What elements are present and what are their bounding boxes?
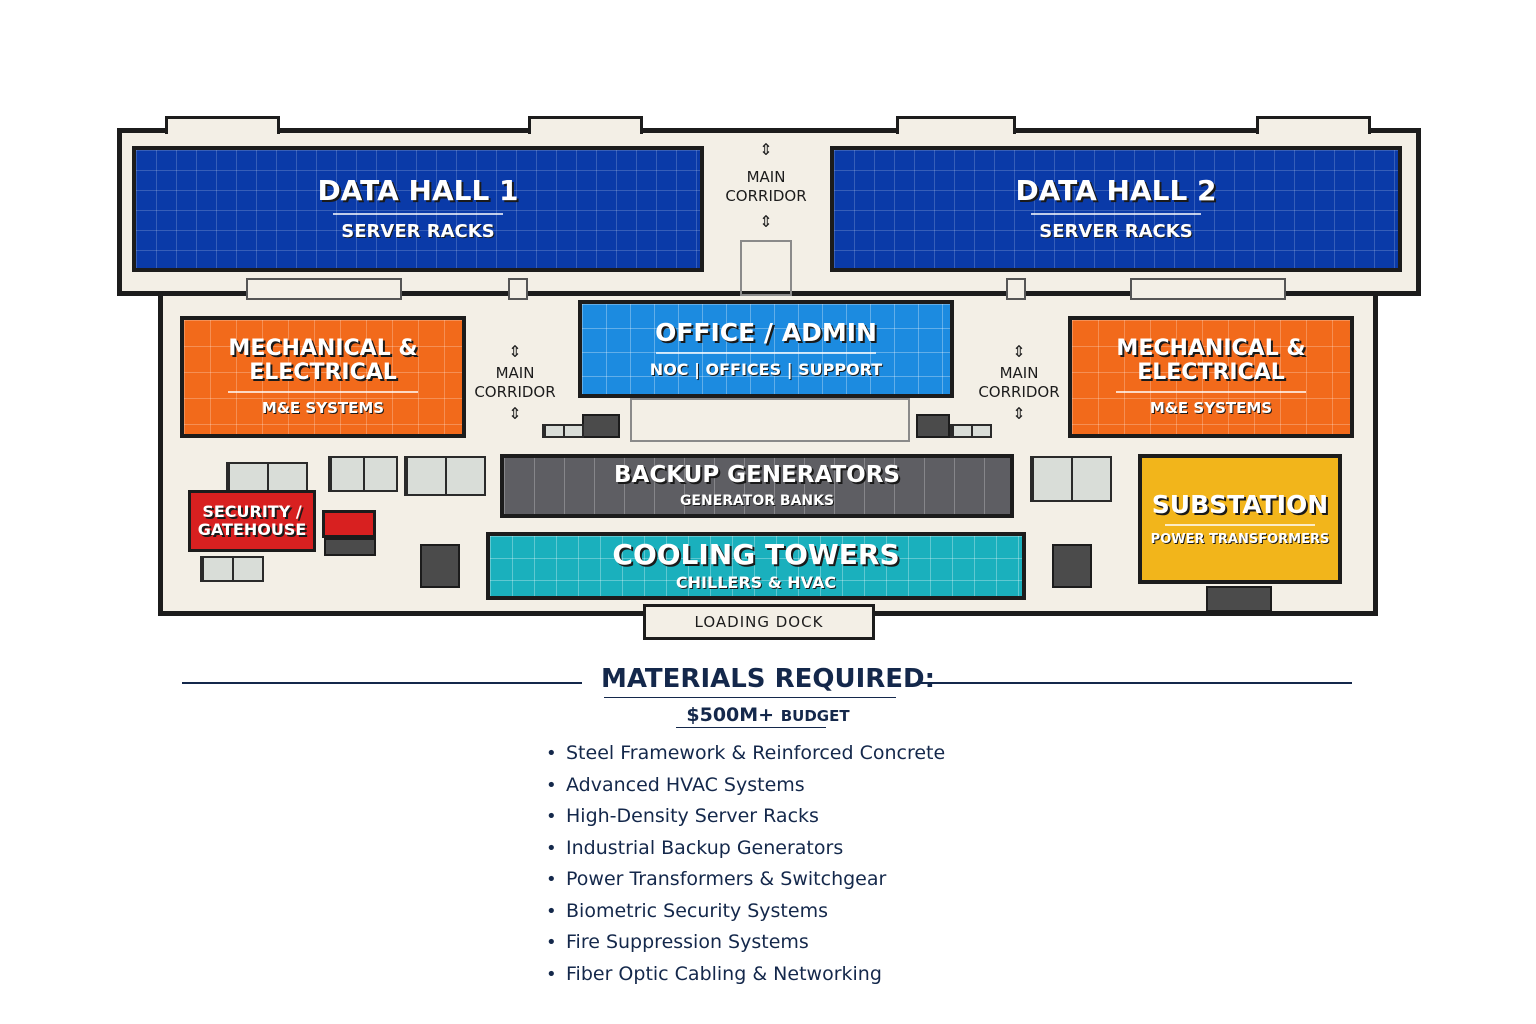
mechanical-electrical-left: MECHANICAL & ELECTRICAL M&E SYSTEMS (180, 316, 466, 438)
wall-notch (1006, 278, 1026, 300)
divider (1165, 524, 1315, 527)
equipment-unit (582, 414, 620, 438)
equipment-unit (200, 556, 264, 582)
roof-vent (528, 116, 643, 134)
updown-arrow-icon: ⇕ (508, 342, 522, 361)
main-corridor-right: MAIN CORRIDOR (970, 364, 1068, 402)
divider (1116, 391, 1306, 394)
hvac-unit (404, 456, 486, 496)
equipment-unit (916, 414, 950, 438)
cooling-towers: COOLING TOWERS CHILLERS & HVAC (486, 532, 1026, 600)
materials-heading: MATERIALS REQUIRED: (600, 664, 936, 694)
list-item: Steel Framework & Reinforced Concrete (546, 738, 1066, 770)
mech-right-title-2: ELECTRICAL (1137, 360, 1285, 385)
list-item: High-Density Server Racks (546, 801, 1066, 833)
main-corridor-left: MAIN CORRIDOR (466, 364, 564, 402)
equipment-unit (324, 538, 376, 556)
office-title: OFFICE / ADMIN (655, 317, 877, 347)
hvac-unit (1030, 456, 1112, 502)
hvac-unit (328, 456, 398, 492)
corridor-label-line1: MAIN (495, 364, 535, 382)
updown-arrow-icon: ⇕ (759, 212, 773, 231)
data-hall-2: DATA HALL 2 SERVER RACKS (830, 146, 1402, 272)
equipment-unit (950, 424, 992, 438)
updown-arrow-icon: ⇕ (1012, 342, 1026, 361)
mechanical-electrical-right: MECHANICAL & ELECTRICAL M&E SYSTEMS (1068, 316, 1354, 438)
heading-rule-left (182, 682, 582, 684)
chiller-unit (420, 544, 460, 588)
cooling-title: COOLING TOWERS (612, 538, 900, 572)
roof-vent (165, 116, 280, 134)
security-gatehouse: SECURITY / GATEHOUSE (188, 490, 316, 552)
backup-generators: BACKUP GENERATORS GENERATOR BANKS (500, 454, 1014, 518)
mech-right-subtitle: M&E SYSTEMS (1149, 399, 1273, 418)
security-booth (322, 510, 376, 538)
updown-arrow-icon: ⇕ (508, 404, 522, 423)
list-item: Biometric Security Systems (546, 896, 1066, 928)
generators-title: BACKUP GENERATORS (614, 462, 900, 489)
chiller-unit (1052, 544, 1092, 588)
corridor-stairwell (740, 240, 792, 296)
substation-subtitle: POWER TRANSFORMERS (1150, 532, 1330, 548)
list-item: Advanced HVAC Systems (546, 770, 1066, 802)
budget-label: BUDGET (780, 707, 850, 725)
wall-notch (1130, 278, 1286, 300)
list-item: Fire Suppression Systems (546, 927, 1066, 959)
updown-arrow-icon: ⇕ (1012, 404, 1026, 423)
mech-left-title-2: ELECTRICAL (249, 360, 397, 385)
data-hall-2-title: DATA HALL 2 (1015, 174, 1217, 208)
corridor-label-line1: MAIN (746, 168, 786, 186)
mech-left-title-1: MECHANICAL & (228, 335, 418, 361)
mech-left-subtitle: M&E SYSTEMS (261, 399, 385, 418)
budget-line: $500M+ BUDGET (0, 704, 1536, 726)
mech-right-title-1: MECHANICAL & (1116, 335, 1306, 361)
office-subtitle: NOC | OFFICES | SUPPORT (649, 360, 883, 380)
corridor-label-line2: CORRIDOR (978, 382, 1060, 401)
materials-list: Steel Framework & Reinforced Concrete Ad… (546, 738, 1066, 990)
roof-vent (1256, 116, 1371, 134)
data-hall-1: DATA HALL 1 SERVER RACKS (132, 146, 704, 272)
security-title-2: GATEHOUSE (197, 520, 307, 539)
list-item: Fiber Optic Cabling & Networking (546, 959, 1066, 991)
corridor-label-line2: CORRIDOR (725, 186, 807, 205)
cooling-subtitle: CHILLERS & HVAC (675, 572, 837, 592)
list-item: Power Transformers & Switchgear (546, 864, 1066, 896)
loading-dock: LOADING DOCK (643, 604, 875, 640)
divider (333, 212, 503, 215)
generators-subtitle: GENERATOR BANKS (679, 492, 835, 509)
equipment-unit (542, 424, 584, 438)
updown-arrow-icon: ⇕ (759, 140, 773, 159)
substation-title: SUBSTATION (1151, 489, 1329, 519)
office-admin: OFFICE / ADMIN NOC | OFFICES | SUPPORT (578, 300, 954, 398)
substation: SUBSTATION POWER TRANSFORMERS (1138, 454, 1342, 584)
transformer-unit (1206, 586, 1272, 612)
wall-notch (246, 278, 402, 300)
roof-vent (896, 116, 1016, 134)
data-hall-1-subtitle: SERVER RACKS (341, 220, 495, 242)
divider (656, 352, 876, 355)
list-item: Industrial Backup Generators (546, 833, 1066, 865)
corridor-label-line1: MAIN (999, 364, 1039, 382)
main-corridor-top: MAIN CORRIDOR (716, 168, 816, 206)
corridor-label-line2: CORRIDOR (474, 382, 556, 401)
wall-notch (508, 278, 528, 300)
budget-amount: $500M+ (686, 704, 775, 726)
budget-underline (676, 727, 826, 728)
divider (1031, 212, 1201, 215)
security-title-1: SECURITY / (202, 502, 302, 522)
divider (228, 391, 418, 394)
heading-underline (604, 697, 896, 698)
data-hall-2-subtitle: SERVER RACKS (1039, 220, 1193, 242)
hvac-unit (226, 462, 308, 494)
heading-rule-right (918, 682, 1352, 684)
data-hall-1-title: DATA HALL 1 (317, 174, 519, 208)
office-lobby (630, 398, 910, 442)
